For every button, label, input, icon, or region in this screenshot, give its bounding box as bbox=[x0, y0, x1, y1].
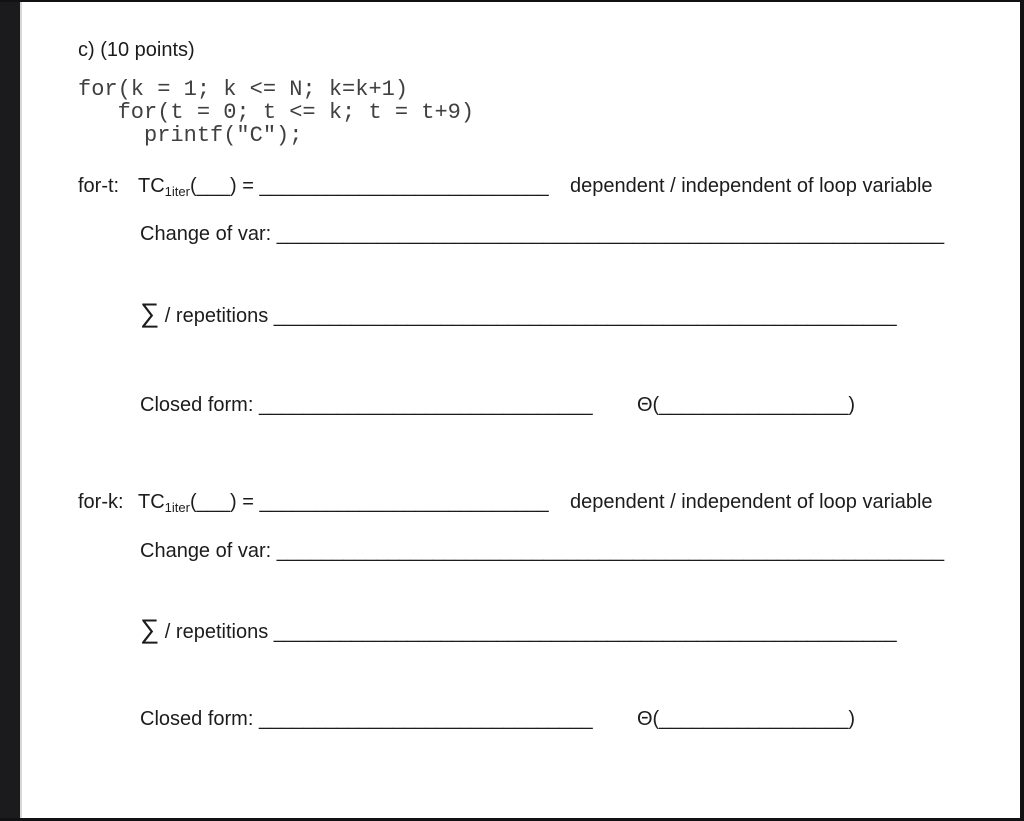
tc-text: TC bbox=[138, 491, 165, 513]
repetitions-label: / repetitions bbox=[159, 621, 274, 643]
change-of-var-label: Change of var: bbox=[140, 223, 277, 245]
theta-notation: Θ(_________________) bbox=[637, 706, 855, 732]
theta-notation: Θ(_________________) bbox=[637, 392, 855, 418]
tc-expression: TC1iter(___) = _________________________… bbox=[138, 173, 549, 205]
closed-form-line: Closed form: ___________________________… bbox=[140, 392, 593, 418]
page-edge-seam bbox=[20, 0, 22, 821]
loop-label: for-k: bbox=[78, 491, 124, 513]
close-equals: ) = bbox=[230, 175, 260, 197]
open-paren: ( bbox=[189, 175, 197, 197]
change-of-var-blank: ________________________________________… bbox=[276, 223, 945, 245]
tc-subscript: 1iter bbox=[164, 500, 190, 515]
repetitions-label: / repetitions bbox=[159, 305, 274, 327]
closed-form-label: Closed form: bbox=[140, 394, 259, 416]
page-edge-left-band bbox=[0, 0, 20, 821]
summation-icon: ∑ bbox=[140, 614, 160, 644]
theta-blank: _________________ bbox=[659, 394, 849, 416]
theta-open: Θ( bbox=[637, 708, 660, 730]
dependency-choice: dependent / independent of loop variable bbox=[570, 175, 933, 197]
change-of-var-label: Change of var: bbox=[140, 540, 277, 562]
code-line: for(t = 0; t <= k; t = t+9) bbox=[78, 100, 475, 125]
closed-form-blank: ______________________________ bbox=[258, 708, 593, 730]
question-heading: c) (10 points) bbox=[78, 39, 195, 61]
open-paren: ( bbox=[189, 491, 197, 513]
tc-text: TC bbox=[138, 175, 165, 197]
tc-arg-blank: ___ bbox=[196, 175, 231, 197]
code-line: printf("C"); bbox=[78, 123, 303, 148]
change-of-var-blank: ________________________________________… bbox=[276, 540, 945, 562]
page-edge-bottom-line bbox=[0, 818, 1024, 821]
tc-answer-blank: __________________________ bbox=[259, 491, 549, 513]
theta-blank: _________________ bbox=[659, 708, 849, 730]
change-of-var-line: Change of var: _________________________… bbox=[140, 221, 944, 247]
loop-label: for-t: bbox=[78, 175, 120, 197]
repetitions-line: ∑ / repetitions ________________________… bbox=[140, 616, 897, 645]
closed-form-label: Closed form: bbox=[140, 708, 259, 730]
change-of-var-line: Change of var: _________________________… bbox=[140, 538, 944, 564]
tc-arg-blank: ___ bbox=[196, 491, 231, 513]
closed-form-blank: ______________________________ bbox=[258, 394, 593, 416]
page-edge-right-line bbox=[1020, 0, 1024, 821]
code-block: for(k = 1; k <= N; k=k+1) for(t = 0; t <… bbox=[78, 78, 474, 147]
tc-subscript: 1iter bbox=[164, 184, 190, 199]
code-line: for(k = 1; k <= N; k=k+1) bbox=[78, 77, 409, 102]
theta-open: Θ( bbox=[637, 394, 660, 416]
page-edge-top-line bbox=[0, 0, 1024, 2]
theta-close: ) bbox=[848, 708, 855, 730]
closed-form-line: Closed form: ___________________________… bbox=[140, 706, 593, 732]
close-equals: ) = bbox=[230, 491, 260, 513]
tc-expression: TC1iter(___) = _________________________… bbox=[138, 489, 549, 521]
theta-close: ) bbox=[848, 394, 855, 416]
repetitions-line: ∑ / repetitions ________________________… bbox=[140, 300, 897, 329]
summation-icon: ∑ bbox=[140, 298, 160, 328]
repetitions-blank: ________________________________________… bbox=[273, 621, 897, 643]
repetitions-blank: ________________________________________… bbox=[273, 305, 897, 327]
tc-answer-blank: __________________________ bbox=[259, 175, 549, 197]
dependency-choice: dependent / independent of loop variable bbox=[570, 491, 933, 513]
